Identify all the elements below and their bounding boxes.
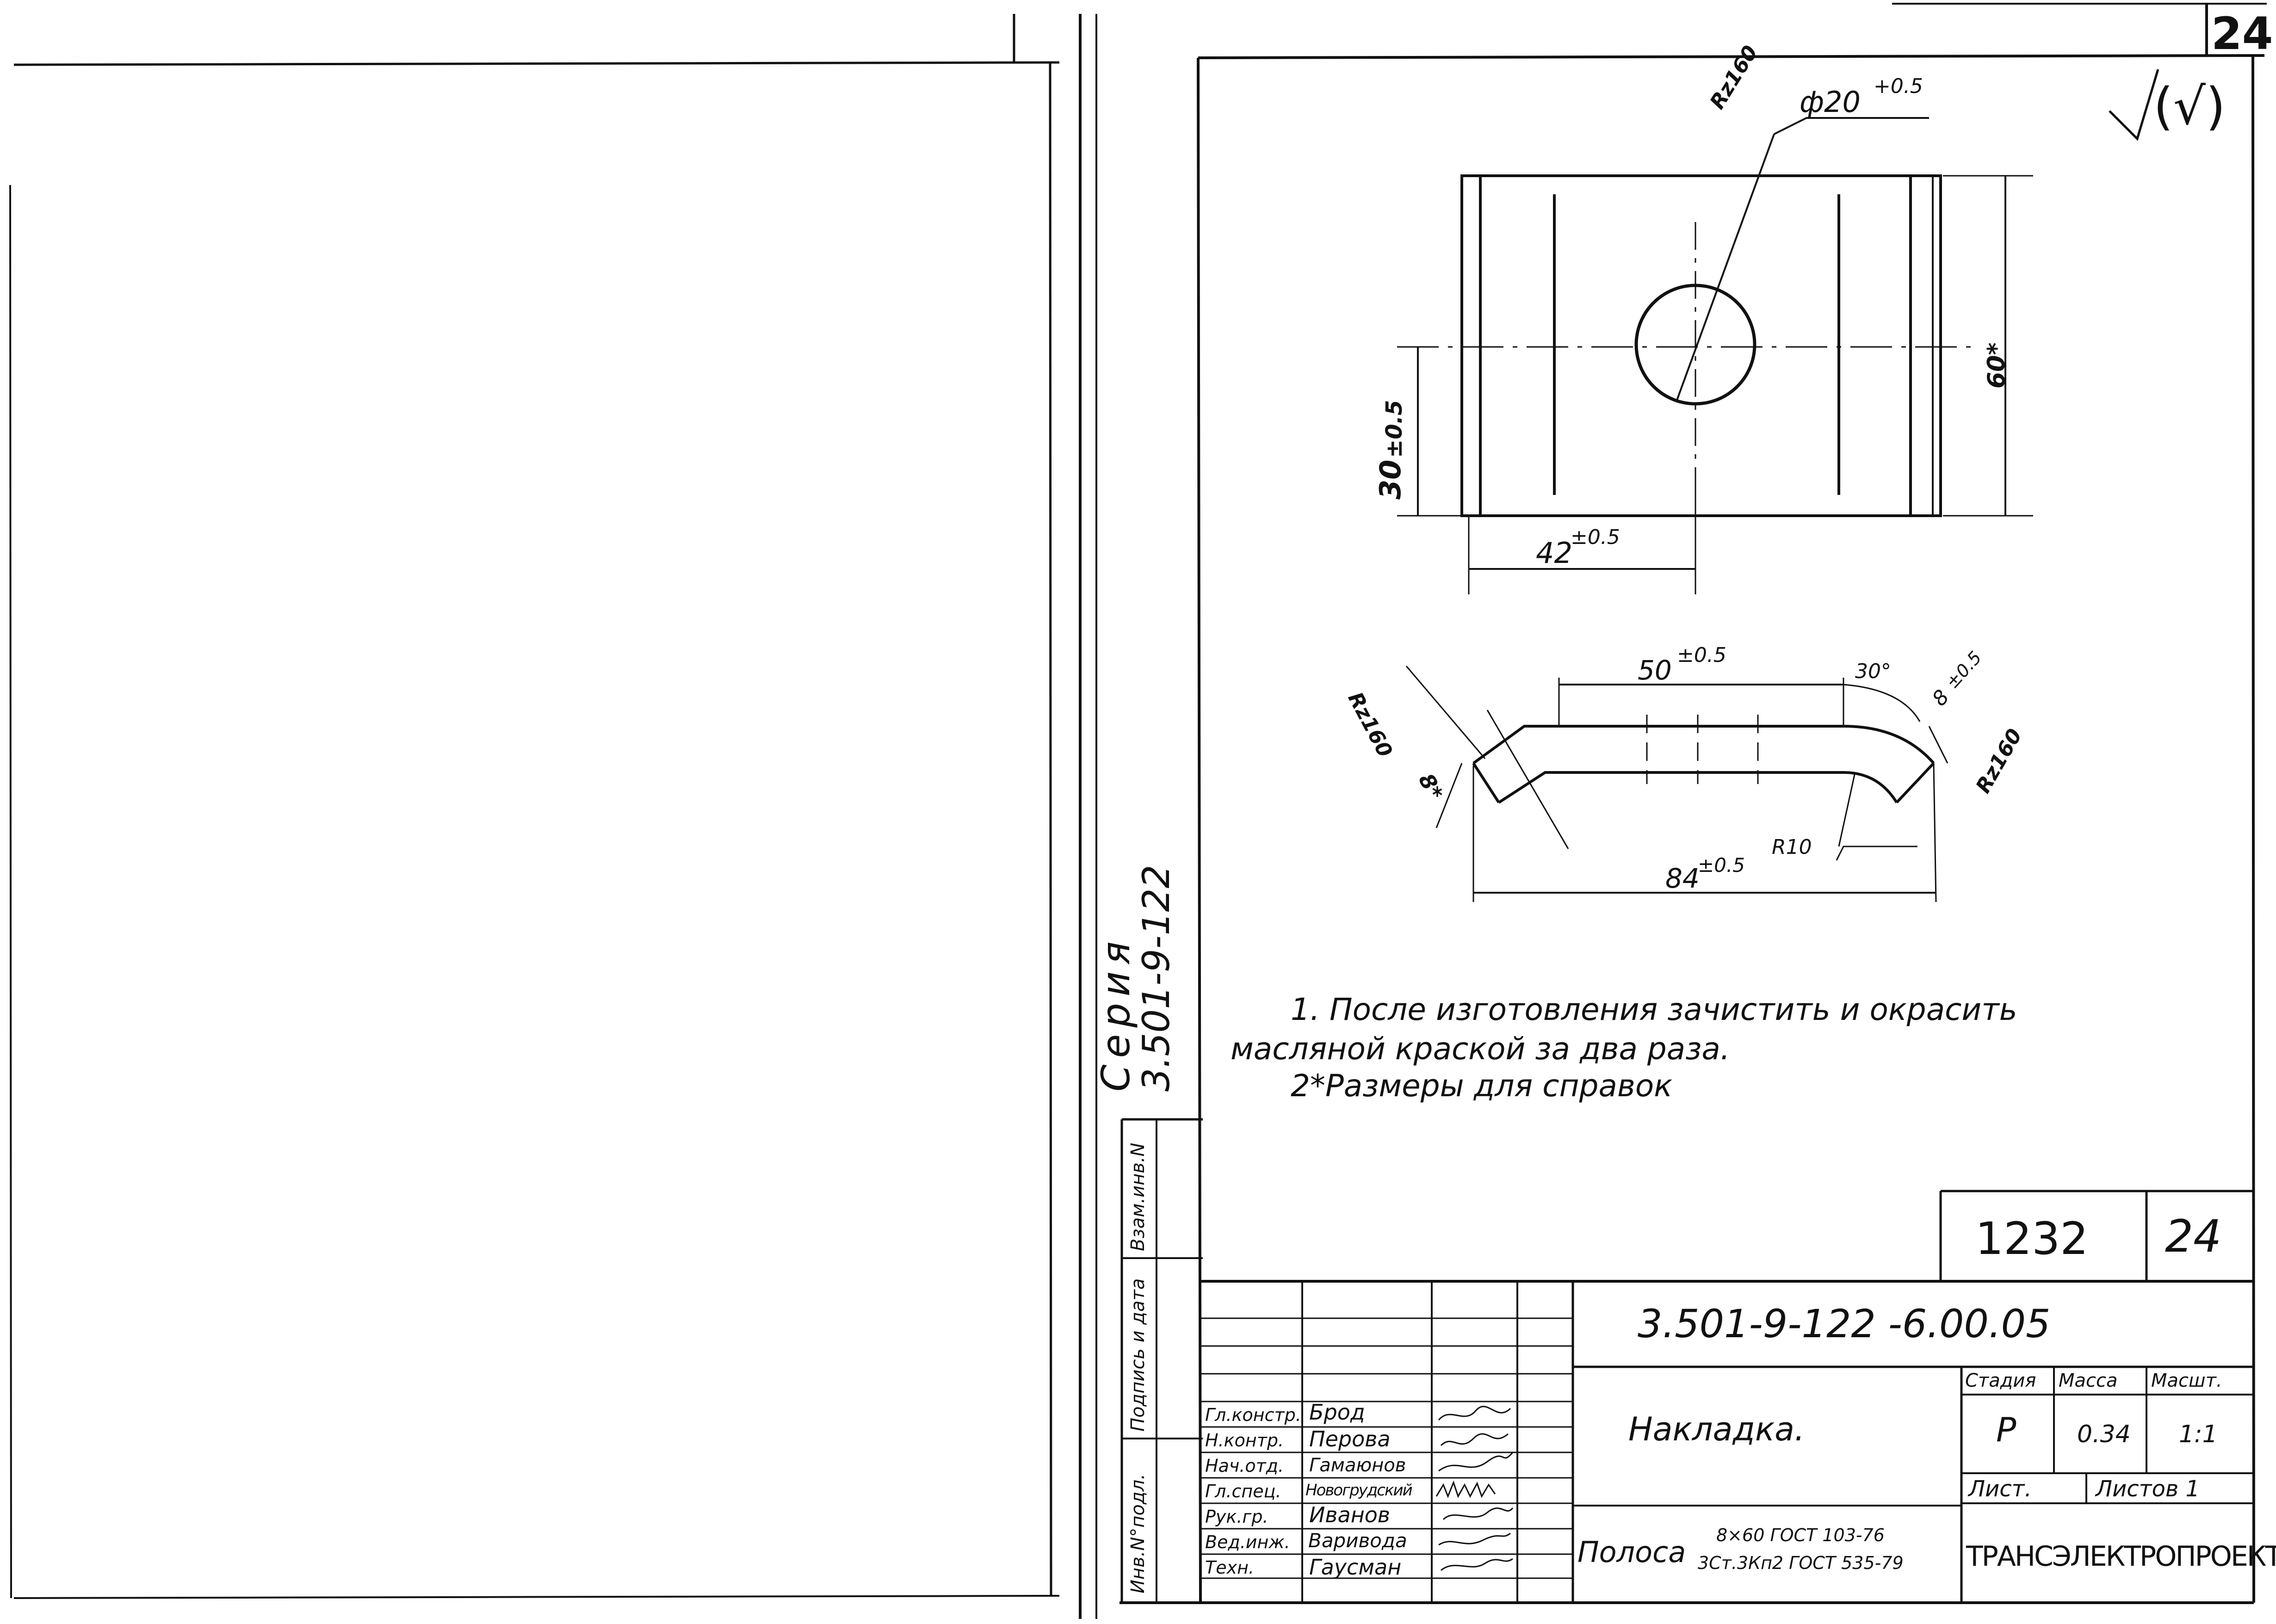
corner-sheet-number: 24 <box>2211 8 2273 60</box>
designation: 3.501-9-122 -6.00.05 <box>1638 1301 2051 1346</box>
hole-diameter: ф20 <box>1800 85 1861 119</box>
sig-name-1: Брод <box>1309 1400 1365 1425</box>
sig-name-4: Новогрудский <box>1305 1481 1413 1500</box>
material-name: Полоса <box>1577 1535 1686 1569</box>
part-name: Накладка. <box>1628 1410 1805 1448</box>
hole-diameter-tol: +0.5 <box>1874 74 1923 98</box>
sig-role-6: Вед.инж. <box>1205 1532 1290 1552</box>
mass-value: 0.34 <box>2077 1420 2131 1448</box>
width-42-tol: ±0.5 <box>1571 525 1620 549</box>
sheet-label: Лист. <box>1968 1476 2032 1502</box>
sig-name-5: Иванов <box>1309 1502 1391 1527</box>
width-42: 42 <box>1536 536 1572 570</box>
height-60: 60* <box>1983 342 2010 389</box>
len-84: 84 <box>1665 863 1700 894</box>
series-label: Серия <box>1093 935 1138 1092</box>
stage-value: Р <box>1996 1410 2016 1449</box>
organization: ТРАНСЭЛЕКТРОПРОЕКТ <box>1966 1540 2276 1573</box>
sig-role-7: Техн. <box>1205 1557 1255 1578</box>
sig-name-7: Гаусман <box>1309 1555 1402 1580</box>
format-number: 1232 <box>1975 1213 2089 1265</box>
height-30-tol: ±0.5 <box>1381 400 1407 458</box>
material-profile: 8×60 ГОСТ 103-76 <box>1716 1525 1885 1545</box>
note-line-1: 1. После изготовления зачистить и окраси… <box>1291 992 2017 1027</box>
len-84-tol: ±0.5 <box>1698 854 1745 877</box>
sig-role-2: Н.контр. <box>1205 1430 1284 1451</box>
handwritten-signatures <box>1435 1406 1514 1571</box>
scale-value: 1:1 <box>2179 1420 2218 1448</box>
angle-30: 30° <box>1855 660 1891 683</box>
note-line-3: 2*Размеры для справок <box>1291 1068 1673 1104</box>
sig-role-3: Нач.отд. <box>1205 1456 1284 1476</box>
stage-header: Стадия <box>1965 1370 2036 1391</box>
side-replaced-inv: Взам.инв.N <box>1127 1142 1149 1251</box>
mass-header: Масса <box>2059 1370 2118 1391</box>
height-30: 30 <box>1373 459 1407 500</box>
scale-header: Масшт. <box>2151 1370 2222 1391</box>
sheet-number: 24 <box>2165 1210 2222 1262</box>
sig-role-4: Гл.спец. <box>1205 1481 1281 1501</box>
sig-name-2: Перова <box>1309 1426 1391 1451</box>
sheets-label: Листов 1 <box>2096 1476 2200 1502</box>
side-sign-date: Подпись и дата <box>1127 1278 1149 1432</box>
sig-role-1: Гл.констр. <box>1205 1405 1301 1425</box>
note-line-2: масляной краской за два раза. <box>1231 1031 1730 1067</box>
sig-name-3: Гамаюнов <box>1309 1455 1406 1476</box>
side-inv-original: Инв.N°подл. <box>1127 1474 1149 1593</box>
len-50: 50 <box>1638 655 1672 686</box>
roughness-symbol: (√) <box>2153 77 2226 136</box>
radius-10: R10 <box>1772 835 1812 859</box>
material-grade: 3Ст.3Кп2 ГОСТ 535-79 <box>1698 1553 1904 1573</box>
len-50-tol: ±0.5 <box>1677 643 1726 667</box>
sig-role-5: Рук.гр. <box>1205 1507 1268 1527</box>
series-number: 3.501-9-122 <box>1135 864 1178 1092</box>
sig-name-6: Варивода <box>1308 1529 1407 1552</box>
